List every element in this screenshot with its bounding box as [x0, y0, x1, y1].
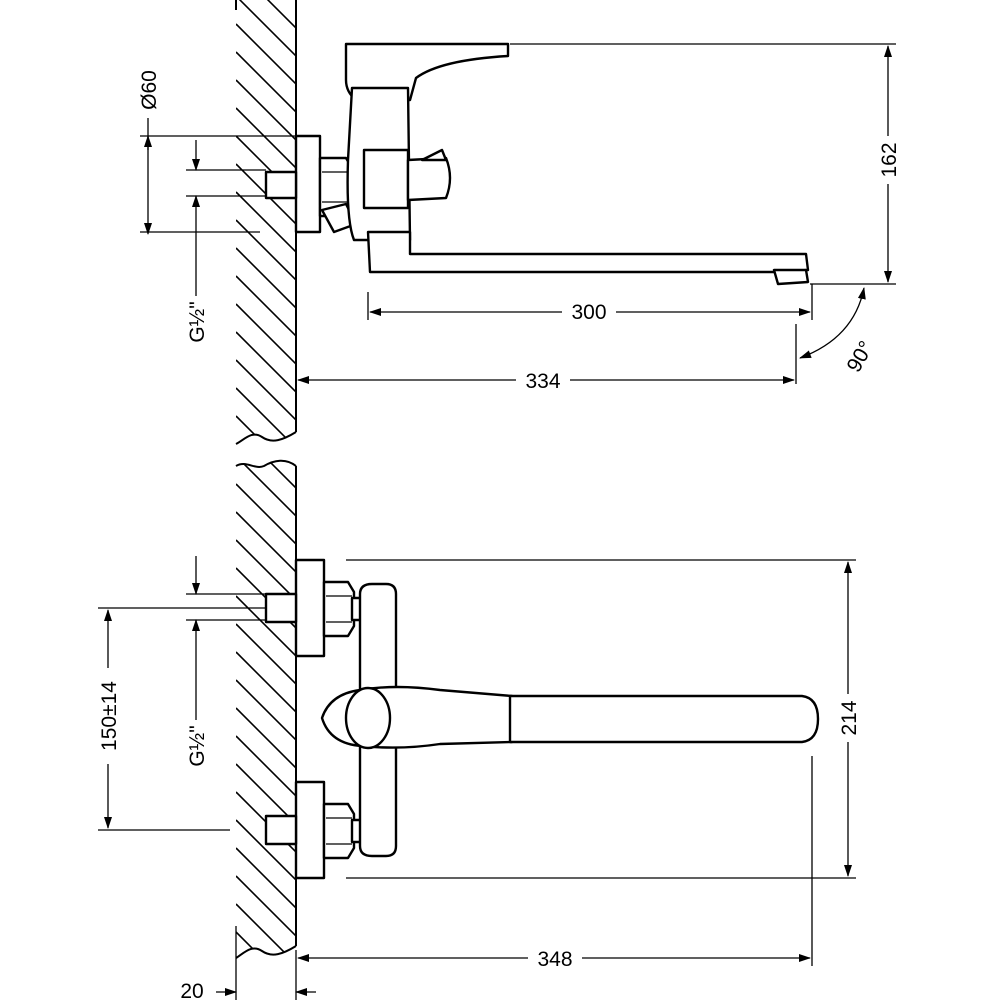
wall-hatch-line — [236, 415, 296, 444]
wall-hatch-line — [236, 79, 296, 145]
wall-hatch-line — [236, 651, 296, 717]
wall-hatch-line — [236, 191, 296, 257]
wall-hatch-line — [236, 707, 296, 773]
dim-label-20: 20 — [180, 980, 203, 1000]
wall-hatch-line — [236, 460, 296, 493]
wall-hatch-line — [236, 735, 296, 801]
dimension-150-14: 150±14 — [96, 607, 266, 831]
dimension-334: 334 — [297, 324, 797, 393]
wall-hatch-line — [236, 387, 296, 444]
dim-label-348: 348 — [537, 948, 572, 971]
wall-hatch-line — [236, 679, 296, 745]
wall-hatch-line — [236, 331, 296, 397]
wall-hatch-line — [236, 595, 296, 661]
wall-hatch-line — [236, 303, 296, 369]
wall-hatch-line — [236, 819, 296, 885]
wall-hatch-line — [236, 275, 296, 341]
wall-hatch-line — [236, 483, 296, 549]
wall-section-top — [235, 0, 297, 445]
wall-hatch-line — [236, 931, 296, 958]
wall-hatch-line — [236, 511, 296, 577]
wall-hatch-line — [236, 623, 296, 689]
wall-hatch-line — [236, 359, 296, 425]
dimension-thread-bottom: G½" — [186, 556, 266, 767]
dim-label-150-14: 150±14 — [98, 681, 121, 751]
dimension-300: 300 — [367, 284, 813, 324]
wall-hatch-line — [236, 107, 296, 173]
wall-hatch-line — [236, 847, 296, 913]
dim-label-334: 334 — [525, 370, 560, 393]
dimension-20: 20 — [180, 926, 316, 1000]
wall-hatch-line — [236, 0, 296, 33]
wall-hatch-line — [236, 219, 296, 285]
dimension-diameter-60: Ø60 — [138, 70, 296, 235]
wall-hatch-line — [236, 23, 296, 89]
faucet-side-view — [264, 42, 810, 286]
dim-label-162: 162 — [878, 142, 901, 177]
dim-label-thread-bottom: G½" — [186, 725, 209, 766]
wall-hatch-line — [236, 460, 296, 465]
wall-section-bottom — [235, 459, 300, 1000]
dimension-214: 214 — [346, 559, 861, 879]
wall-hatch-line — [236, 0, 296, 61]
dimension-348: 348 — [297, 756, 813, 971]
dimension-thread-top: G½" — [186, 140, 266, 343]
dim-label-214: 214 — [838, 700, 861, 735]
dim-label-diameter-60: Ø60 — [138, 70, 161, 110]
wall-hatch-line — [236, 903, 296, 958]
wall-hatch-line — [236, 875, 296, 941]
dim-label-thread-top: G½" — [186, 301, 209, 342]
wall-hatch-line — [236, 247, 296, 313]
wall-hatch-line — [236, 960, 300, 1000]
dim-label-300: 300 — [571, 301, 606, 324]
dimension-162: 162 — [510, 43, 901, 285]
faucet-top-view — [264, 558, 820, 880]
wall-hatch-line — [236, 51, 296, 117]
wall-hatch-line — [236, 443, 296, 444]
wall-hatch-line — [236, 460, 296, 521]
dim-label-90-degrees: 90° — [842, 337, 878, 376]
